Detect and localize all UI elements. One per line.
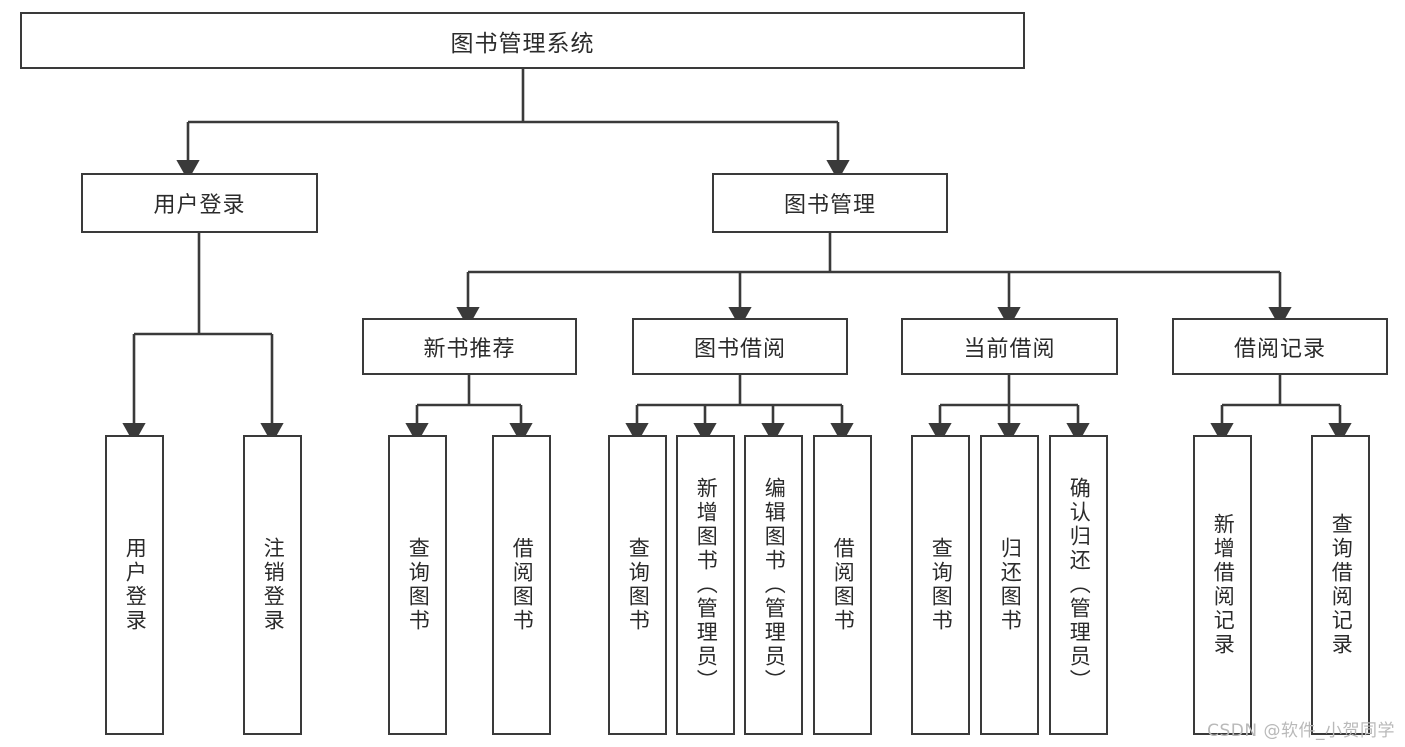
node-user-login-label: 用户登录 (153, 193, 246, 218)
leaf-label: 编辑图书（管理员） (762, 477, 787, 693)
node-user-login[interactable]: 用户登录 (81, 173, 318, 233)
node-book-borrow[interactable]: 图书借阅 (632, 318, 848, 375)
leaf-label: 新增借阅记录 (1211, 513, 1236, 657)
leaf-borrow-record-add-record[interactable]: 新增借阅记录 (1193, 435, 1252, 735)
leaf-book-borrow-add-book-admin[interactable]: 新增图书（管理员） (676, 435, 735, 735)
leaf-new-book-borrow-book[interactable]: 借阅图书 (492, 435, 551, 735)
node-new-book-recommend[interactable]: 新书推荐 (362, 318, 577, 375)
leaf-user-login-logout[interactable]: 注销登录 (243, 435, 302, 735)
leaf-label: 查询图书 (626, 537, 651, 633)
leaf-book-borrow-borrow-book[interactable]: 借阅图书 (813, 435, 872, 735)
leaf-current-borrow-query-book[interactable]: 查询图书 (911, 435, 970, 735)
node-current-borrow-label: 当前借阅 (963, 336, 1056, 362)
node-new-book-recommend-label: 新书推荐 (423, 336, 516, 362)
leaf-label: 查询借阅记录 (1329, 513, 1354, 657)
node-book-borrow-label: 图书借阅 (693, 336, 786, 362)
leaf-label: 借阅图书 (510, 537, 535, 633)
node-book-management-label: 图书管理 (783, 193, 876, 218)
leaf-label: 用户登录 (123, 537, 148, 633)
leaf-label: 归还图书 (998, 537, 1023, 633)
node-borrow-record-label: 借阅记录 (1233, 336, 1326, 362)
leaf-label: 查询图书 (929, 537, 954, 633)
leaf-label: 注销登录 (261, 537, 286, 633)
leaf-label: 查询图书 (406, 537, 431, 633)
node-root-book-management-system[interactable]: 图书管理系统 (20, 12, 1025, 69)
leaf-label: 借阅图书 (831, 537, 856, 633)
leaf-new-book-query-book[interactable]: 查询图书 (388, 435, 447, 735)
leaf-borrow-record-query-record[interactable]: 查询借阅记录 (1311, 435, 1370, 735)
leaf-book-borrow-query-book[interactable]: 查询图书 (608, 435, 667, 735)
leaf-current-borrow-return-book[interactable]: 归还图书 (980, 435, 1039, 735)
node-root-label: 图书管理系统 (450, 30, 595, 57)
leaf-book-borrow-edit-book-admin[interactable]: 编辑图书（管理员） (744, 435, 803, 735)
node-book-management[interactable]: 图书管理 (712, 173, 948, 233)
leaf-current-borrow-confirm-return-admin[interactable]: 确认归还（管理员） (1049, 435, 1108, 735)
node-borrow-record[interactable]: 借阅记录 (1172, 318, 1388, 375)
leaf-label: 新增图书（管理员） (694, 477, 719, 693)
leaf-label: 确认归还（管理员） (1067, 477, 1092, 693)
node-current-borrow[interactable]: 当前借阅 (901, 318, 1118, 375)
leaf-user-login-login[interactable]: 用户登录 (105, 435, 164, 735)
